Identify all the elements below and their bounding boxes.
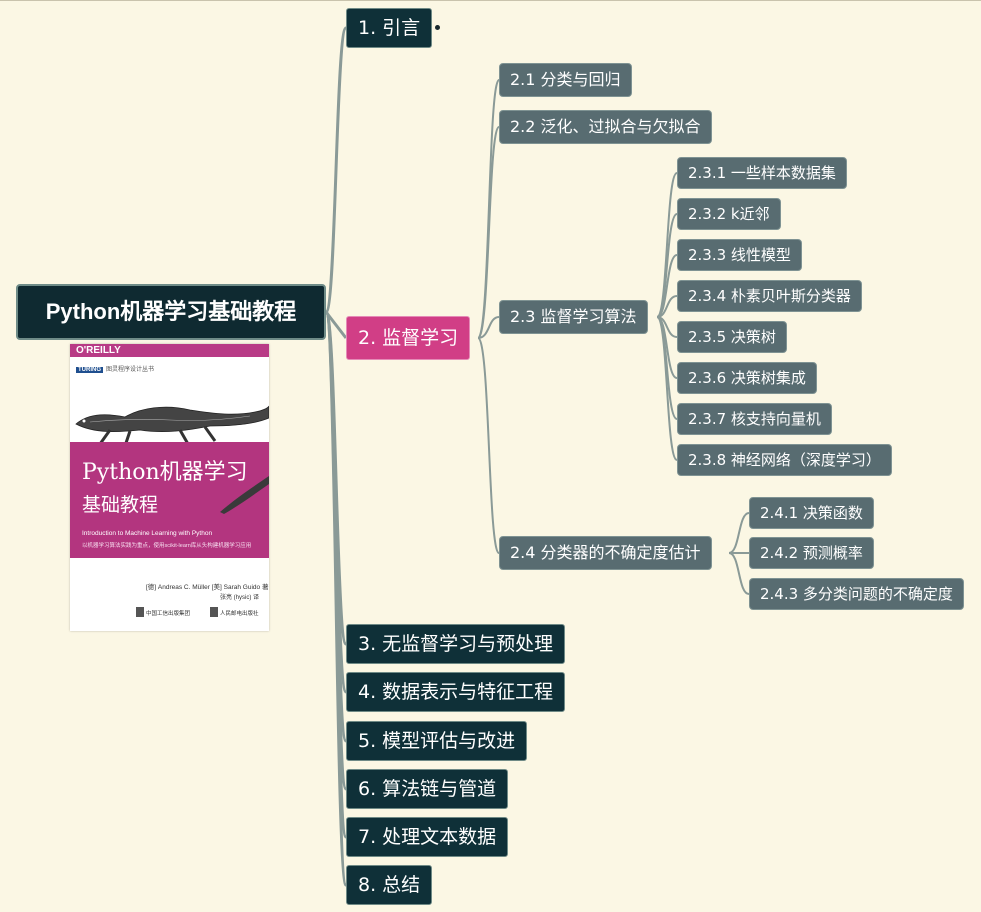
subsection-2-3-6-node[interactable]: 2.3.6 决策树集成: [677, 362, 817, 394]
subsection-2-3-3-node[interactable]: 2.3.3 线性模型: [677, 239, 802, 271]
cover-subtitle-en: Introduction to Machine Learning with Py…: [82, 530, 213, 537]
subsection-2-3-2-node[interactable]: 2.3.2 k近邻: [677, 198, 781, 230]
link-s23-8: [656, 316, 678, 461]
chapter-1-node[interactable]: 1. 引言: [346, 8, 433, 48]
section-2-3-node[interactable]: 2.3 监督学习算法: [499, 300, 648, 334]
section-2-1-node[interactable]: 2.1 分类与回归: [499, 63, 632, 97]
subsection-2-3-7-node[interactable]: 2.3.7 核支持向量机: [677, 403, 832, 435]
cover-subtitle-cn: 以机器学习算法实践为重点，使用scikit-learn库从头构建机器学习应用: [82, 543, 252, 549]
publisher-logo: O'REILLY: [70, 344, 269, 357]
chapter-7-node[interactable]: 7. 处理文本数据: [346, 817, 509, 857]
subsection-2-3-1-node[interactable]: 2.3.1 一些样本数据集: [677, 157, 847, 189]
link-root-ch8: [324, 310, 348, 887]
link-s24-3: [728, 552, 750, 595]
cover-title-line2: 基础教程: [82, 494, 159, 516]
link-ch2-s21: [477, 79, 500, 339]
link-s24-1: [728, 512, 750, 554]
subsection-2-4-1-node[interactable]: 2.4.1 决策函数: [749, 497, 874, 529]
series-tag: TURING: [76, 367, 103, 373]
top-border: [0, 0, 981, 1]
link-root-ch1: [324, 26, 348, 314]
cover-title-line1: Python机器学习: [82, 460, 248, 485]
cover-translator: 张亮 (hysic) 译: [220, 595, 260, 601]
subsection-2-3-8-node[interactable]: 2.3.8 神经网络（深度学习）: [677, 444, 892, 476]
chapter-2-node[interactable]: 2. 监督学习: [346, 316, 471, 360]
link-s23-1: [656, 172, 678, 318]
link-s23-3: [656, 254, 678, 318]
section-2-4-node[interactable]: 2.4 分类器的不确定度估计: [499, 536, 712, 570]
subsection-2-4-3-node[interactable]: 2.4.3 多分类问题的不确定度: [749, 578, 964, 610]
chapter-4-node[interactable]: 4. 数据表示与特征工程: [346, 672, 566, 712]
subsection-2-4-2-node[interactable]: 2.4.2 预测概率: [749, 537, 874, 569]
posts-telecom-logo: [210, 607, 218, 617]
chapter-3-node[interactable]: 3. 无监督学习与预处理: [346, 624, 566, 664]
subsection-2-3-5-node[interactable]: 2.3.5 决策树: [677, 321, 787, 353]
chapter-6-node[interactable]: 6. 算法链与管道: [346, 769, 509, 809]
link-ch2-s23: [477, 316, 500, 339]
chapter-8-node[interactable]: 8. 总结: [346, 865, 433, 905]
root-node[interactable]: Python机器学习基础教程: [16, 284, 326, 340]
publisher-group-logo: [136, 607, 144, 617]
publisher-name: 人民邮电出版社: [220, 611, 259, 617]
collapsed-marker[interactable]: [435, 25, 440, 30]
section-2-2-node[interactable]: 2.2 泛化、过拟合与欠拟合: [499, 110, 712, 144]
subsection-2-3-4-node[interactable]: 2.3.4 朴素贝叶斯分类器: [677, 280, 862, 312]
salamander-illustration: [75, 405, 269, 447]
link-s23-2: [656, 213, 678, 318]
link-ch2-s22: [477, 126, 500, 339]
link-root-ch2: [324, 311, 348, 339]
link-ch2-s24: [477, 337, 500, 554]
chapter-5-node[interactable]: 5. 模型评估与改进: [346, 721, 528, 761]
cover-authors: [德] Andreas C. Müller [美] Sarah Guido 著: [146, 584, 269, 591]
salamander-tail: [220, 476, 269, 514]
series-name: 图灵程序设计丛书: [106, 367, 155, 373]
publisher-group-name: 中国工信出版集团: [146, 611, 191, 617]
